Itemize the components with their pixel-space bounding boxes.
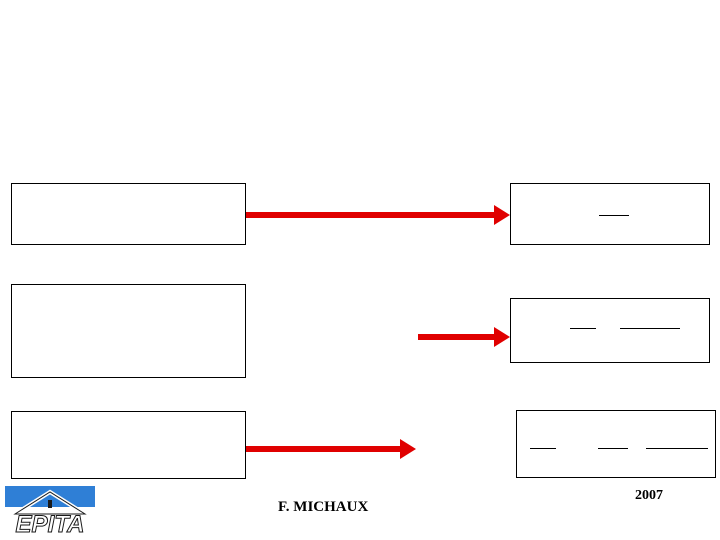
blank-line	[620, 328, 680, 329]
right-box-3	[516, 410, 716, 478]
epita-logo: EPITA	[5, 486, 95, 536]
left-box-3	[11, 411, 246, 479]
arrow-right-icon	[246, 205, 510, 225]
left-box-1	[11, 183, 246, 245]
arrow-right-icon	[246, 439, 416, 459]
right-box-1	[510, 183, 710, 245]
blank-line	[530, 448, 556, 449]
logo-text: EPITA	[16, 511, 85, 536]
right-box-2	[510, 298, 710, 363]
footer-author: F. MICHAUX	[278, 499, 369, 515]
blank-line	[599, 215, 629, 216]
footer-year: 2007	[635, 488, 663, 503]
arrow-right-icon	[418, 327, 510, 347]
blank-line	[570, 328, 596, 329]
left-box-2	[11, 284, 246, 378]
blank-line	[598, 448, 628, 449]
blank-line	[646, 448, 708, 449]
